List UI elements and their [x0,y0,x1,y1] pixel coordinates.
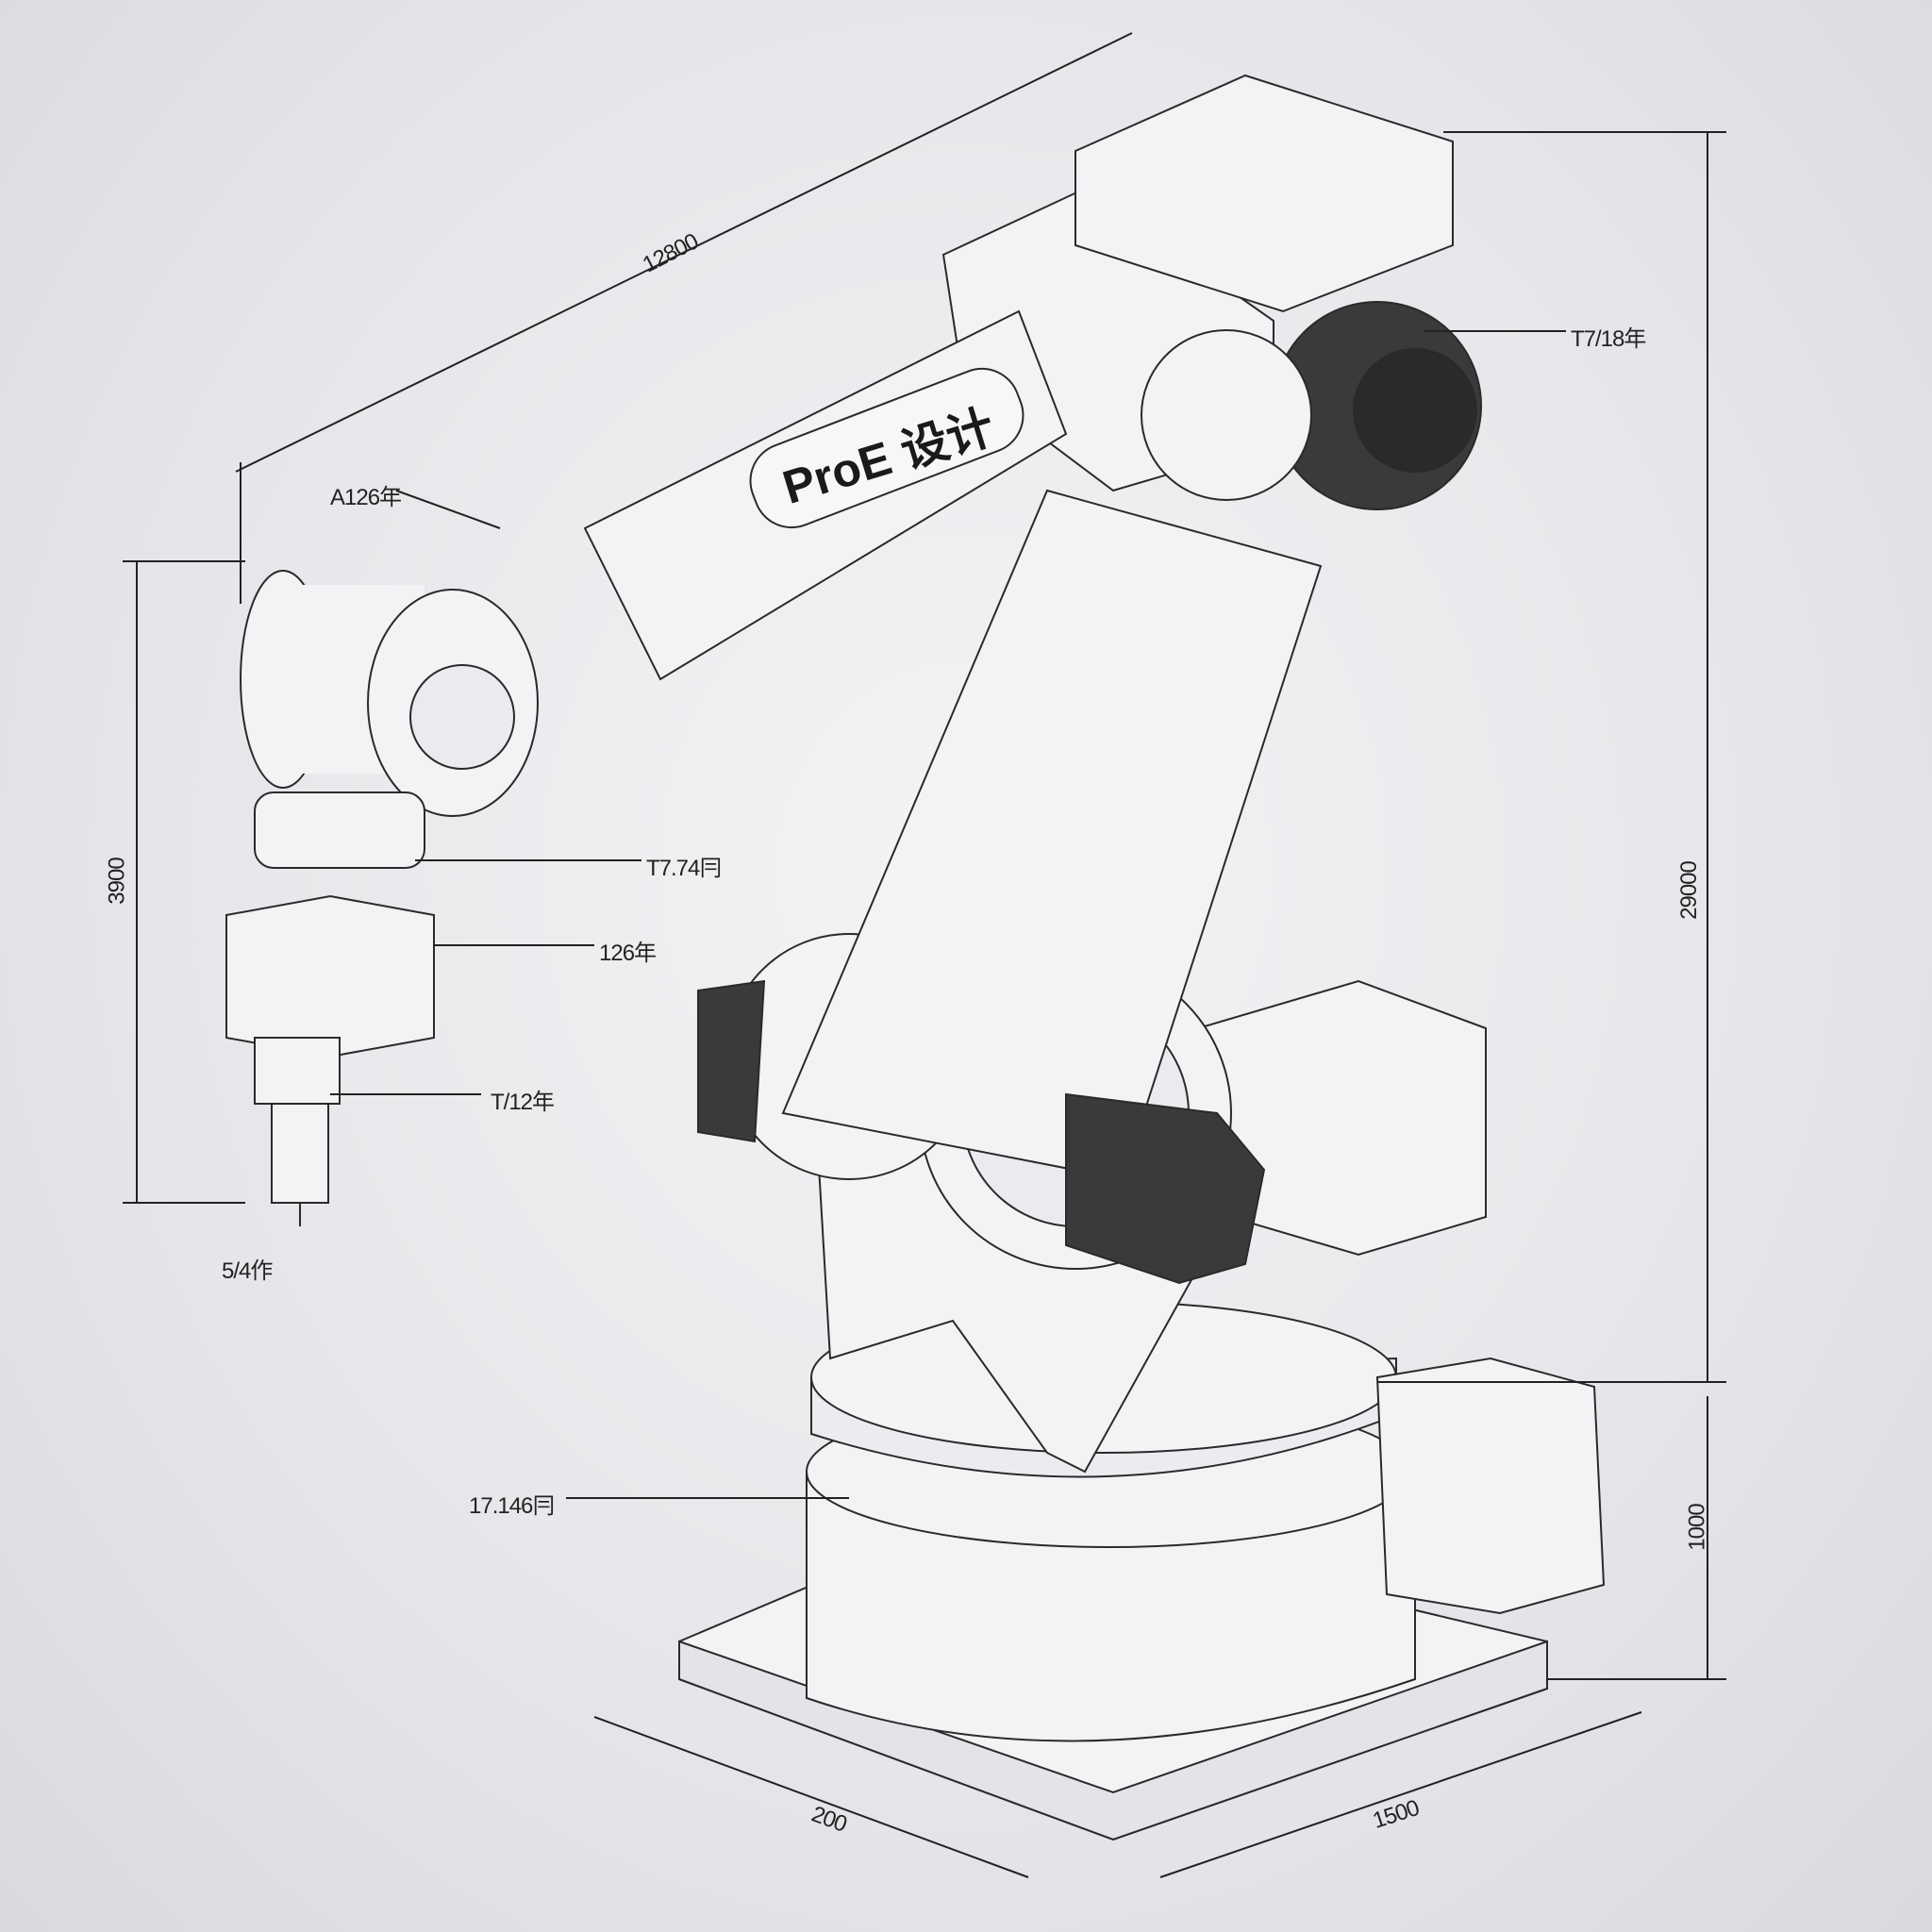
dim-base-height: 1000 [1684,1504,1710,1551]
callout-tool-block: 126年 [599,941,657,966]
dimension-lines [123,32,1726,1878]
callout-elbow: A126年 [330,485,402,510]
callout-wrist-flange: T7.74冃 [646,856,722,881]
dim-right-height: 29000 [1675,861,1702,920]
tool-block [225,894,435,1058]
callout-base-ring: 17.146冃 [469,1493,555,1519]
callout-motor-j4: T7/18年 [1571,326,1646,352]
dim-left-height: 3900 [104,858,130,905]
upper-arm [781,489,1323,1181]
callout-tip-size: 5/4作 [222,1258,273,1284]
shoulder-motor [1065,1092,1266,1285]
callout-tool-tip: T/12年 [491,1090,555,1115]
side-motor-box [1375,1357,1606,1615]
